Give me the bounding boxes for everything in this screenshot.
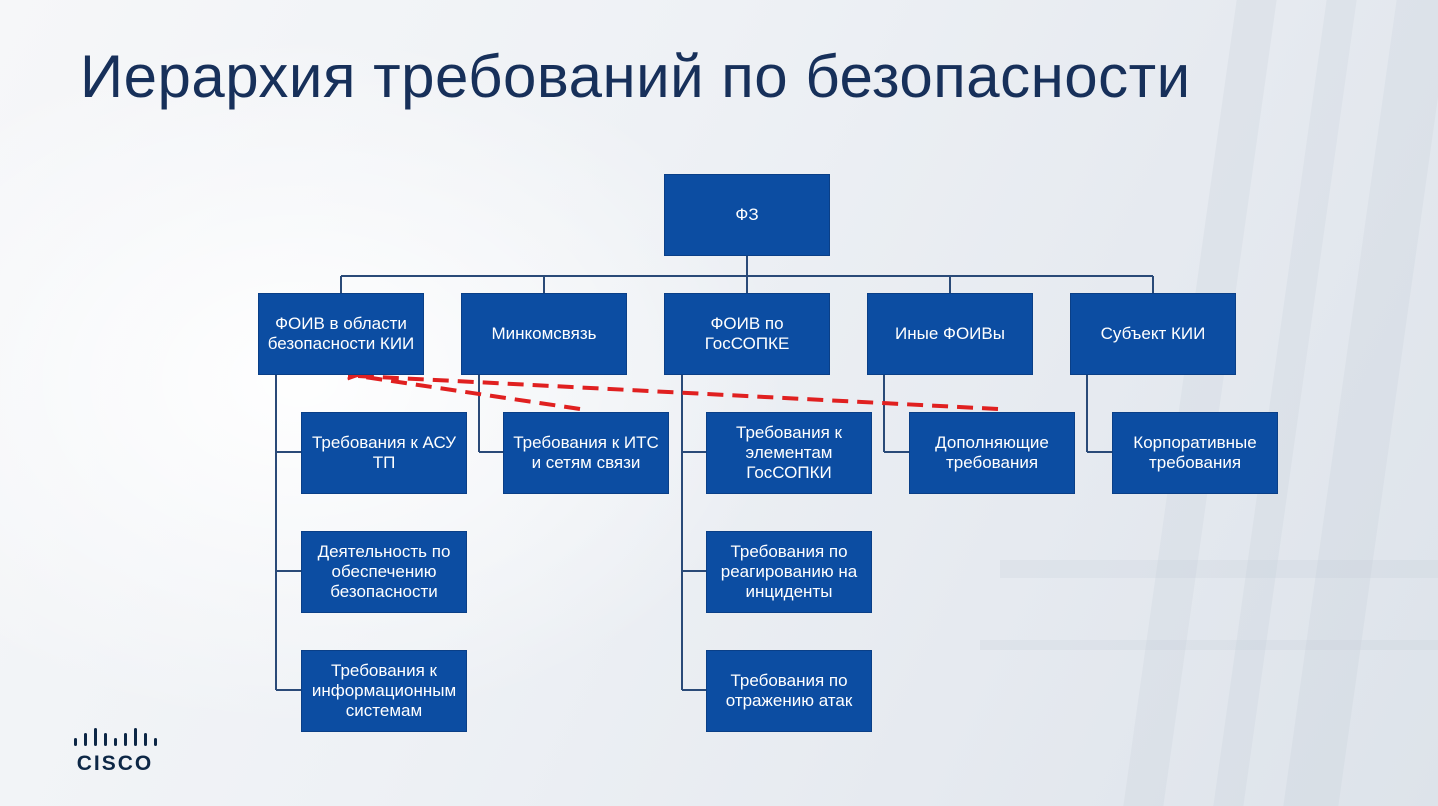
box-foiv-gossopka-label: ФОИВ по ГосСОПКЕ	[704, 314, 790, 353]
dashed-arrow-from-its	[347, 369, 581, 411]
box-inye-foiv: Иные ФОИВы	[867, 293, 1033, 375]
box-korporativnye: Корпоративные требования	[1112, 412, 1278, 494]
box-otrazhenie: Требования по отражению атак	[706, 650, 872, 732]
box-foiv-kii-label: ФОИВ в области безопасности КИИ	[267, 314, 415, 353]
box-dopolnyayushchie-label: Дополняющие требования	[935, 433, 1049, 472]
box-subekt-kii-label: Субъект КИИ	[1100, 324, 1206, 343]
box-dopolnyayushchie: Дополняющие требования	[909, 412, 1075, 494]
cisco-logo: CISCO	[72, 726, 162, 775]
slide-title: Иерархия требований по безопасности	[80, 43, 1191, 110]
dashed-arrows	[347, 369, 999, 411]
box-minkomsvyaz-label: Минкомсвязь	[491, 324, 597, 343]
box-info-systems-label: Требования к информационным системам	[311, 661, 457, 720]
box-reagirovanie: Требования по реагированию на инциденты	[706, 531, 872, 613]
cisco-logo-text: CISCO	[76, 752, 154, 775]
box-elementy-gossopka: Требования к элементам ГосСОПКИ	[706, 412, 872, 494]
box-asu-tp: Требования к АСУ ТП	[301, 412, 467, 494]
background-stripe	[1000, 560, 1438, 578]
box-asu-tp-label: Требования к АСУ ТП	[311, 433, 457, 472]
box-foiv-gossopka: ФОИВ по ГосСОПКЕ	[664, 293, 830, 375]
box-its-label: Требования к ИТС и сетям связи	[513, 433, 659, 472]
box-foiv-kii: ФОИВ в области безопасности КИИ	[258, 293, 424, 375]
tree-lines	[275, 256, 1154, 691]
dashed-arrow-from-dopolnyayushchie	[347, 370, 999, 411]
box-deyatelnost: Деятельность по обеспечению безопасности	[301, 531, 467, 613]
background-stripe	[980, 640, 1438, 650]
box-korporativnye-label: Корпоративные требования	[1133, 433, 1257, 472]
box-inye-foiv-label: Иные ФОИВы	[895, 324, 1005, 343]
box-otrazhenie-label: Требования по отражению атак	[725, 671, 853, 710]
box-deyatelnost-label: Деятельность по обеспечению безопасности	[317, 542, 451, 601]
box-info-systems: Требования к информационным системам	[301, 650, 467, 732]
box-its: Требования к ИТС и сетям связи	[503, 412, 669, 494]
box-reagirovanie-label: Требования по реагированию на инциденты	[720, 542, 858, 601]
box-subekt-kii: Субъект КИИ	[1070, 293, 1236, 375]
box-fz: ФЗ	[664, 174, 830, 256]
box-fz-label: ФЗ	[735, 205, 759, 224]
box-elementy-gossopka-label: Требования к элементам ГосСОПКИ	[736, 423, 842, 482]
cisco-bridge-logo-icon	[74, 728, 157, 746]
box-minkomsvyaz: Минкомсвязь	[461, 293, 627, 375]
